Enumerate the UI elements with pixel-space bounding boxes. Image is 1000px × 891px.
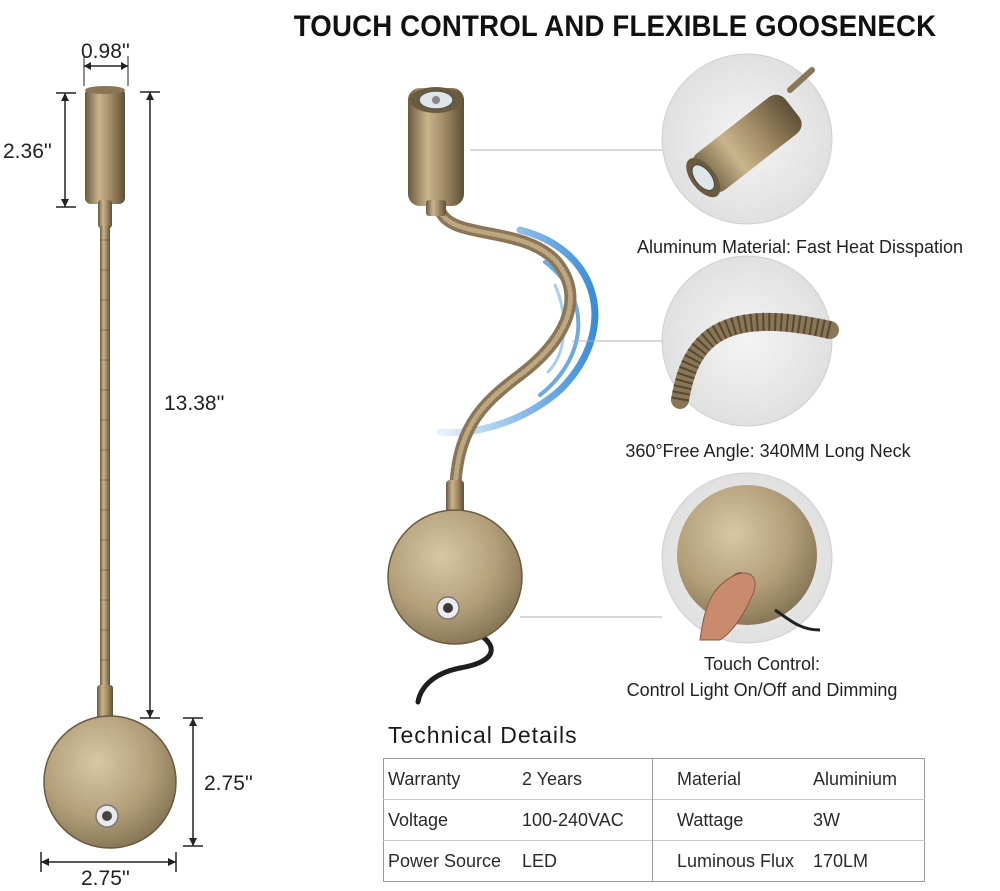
detail-circle-head [661,53,833,225]
spec-label: Material [677,768,742,789]
spec-value: LED [518,840,653,882]
spec-label: Wattage [652,799,809,841]
table-row: Warranty 2 Years Material Aluminium [384,758,925,800]
detail-circle-touch [661,472,833,644]
neck-length-label: 13.38'' [164,392,225,415]
table-row: Power Source LED Luminous Flux 170LM [383,840,925,882]
feature-caption-touch-desc: Control Light On/Off and Dimming [626,680,898,700]
head-width-label: 0.98'' [81,40,130,63]
page-title: TOUCH CONTROL AND FLEXIBLE GOOSENECK [293,10,937,43]
technical-details-heading: Technical Details [388,722,578,748]
spec-value: Aluminium [813,768,898,789]
callout-lines [470,149,662,618]
flex-motion-arcs [436,226,599,436]
base-height-label: 2.75'' [204,772,253,795]
feature-caption-angle: 360°Free Angle: 340MM Long Neck [625,441,911,461]
feature-caption-touch-title: Touch Control: [703,654,821,674]
lamp-side-view [387,87,599,705]
technical-details-table: Warranty 2 Years Material Aluminium Volt… [383,758,925,882]
spec-label: Warranty [388,768,461,789]
spec-label: Voltage [383,799,518,841]
spec-value: 170LM [809,840,925,882]
spec-label: Luminous Flux [652,840,809,882]
spec-label: Power Source [383,840,518,882]
led-lens-icon [418,90,454,110]
table-row: Voltage 100-240VAC Wattage 3W [383,799,925,841]
touch-switch-icon [436,596,460,620]
spec-value: 100-240VAC [518,799,653,841]
feature-caption-material: Aluminum Material: Fast Heat Disspation [636,237,964,257]
detail-circle-neck [661,255,839,427]
head-height-label: 2.36'' [3,140,52,163]
base-width-label: 2.75'' [81,867,130,890]
dimension-drawing [40,56,203,872]
spec-value: 3W [809,799,925,841]
spec-value: 2 Years [518,758,653,800]
lamp-front-view [43,86,177,849]
touch-switch-icon [95,804,119,828]
